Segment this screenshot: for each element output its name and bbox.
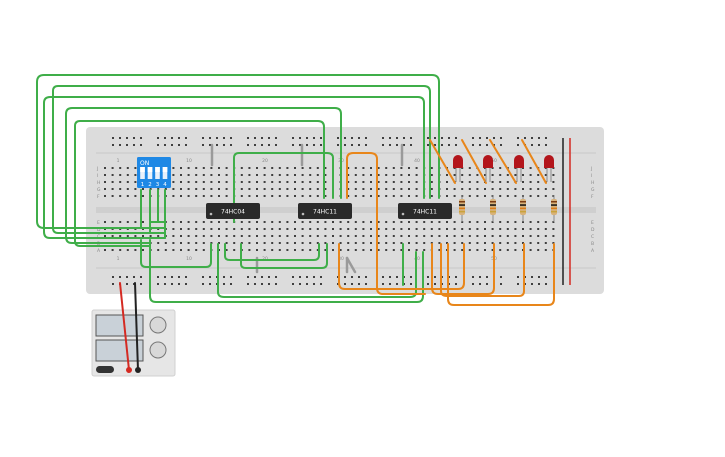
- ic-chip-u2[interactable]: 74HC11: [298, 203, 352, 219]
- row-letter: G: [97, 187, 101, 193]
- dip-position-3: 3: [156, 182, 160, 188]
- resistors[interactable]: [459, 195, 557, 222]
- row-letter: C: [591, 234, 594, 240]
- dip-switch-on-label: ON: [140, 160, 149, 167]
- column-number: 1: [117, 158, 120, 164]
- dip-switch-knob[interactable]: [147, 167, 153, 172]
- ic-chip-u3[interactable]: 74HC11: [398, 203, 452, 219]
- row-letter: D: [97, 227, 101, 233]
- chip-label: 74HC04: [221, 209, 245, 216]
- column-number: 50: [491, 158, 497, 164]
- resistor-2[interactable]: [490, 195, 496, 222]
- column-number: 40: [414, 158, 420, 164]
- column-number: 30: [338, 256, 344, 262]
- orange-wires[interactable]: [338, 139, 555, 306]
- dip-switch-slot[interactable]: [147, 167, 153, 179]
- row-letter: E: [591, 220, 594, 226]
- row-letter: H: [97, 180, 100, 186]
- power-leads: [119, 282, 139, 371]
- led-4[interactable]: [544, 155, 554, 182]
- dip-switch-knob[interactable]: [155, 167, 160, 172]
- led-1[interactable]: [453, 155, 463, 182]
- dip-switch-knob[interactable]: [162, 167, 168, 172]
- resistor-4[interactable]: [551, 195, 557, 222]
- row-letter: J: [96, 166, 98, 172]
- green-wires[interactable]: [36, 74, 440, 303]
- row-letter: J: [590, 166, 592, 172]
- row-letter: H: [591, 180, 594, 186]
- dip-switch-slot[interactable]: [155, 167, 160, 179]
- row-letter: I: [97, 173, 98, 179]
- row-letter: E: [97, 220, 100, 226]
- resistor-1[interactable]: [459, 195, 465, 222]
- row-letter: A: [97, 248, 101, 254]
- dip-position-1: 1: [141, 182, 145, 188]
- power-supply[interactable]: [91, 309, 176, 377]
- ic-chip-u1[interactable]: 74HC04: [206, 203, 260, 219]
- row-letter: F: [97, 194, 100, 200]
- dip-switch-slot[interactable]: [140, 167, 145, 179]
- power-switch[interactable]: [96, 366, 114, 373]
- led-2[interactable]: [483, 155, 493, 182]
- current-display: [95, 339, 144, 362]
- chip-label: 74HC11: [413, 209, 437, 216]
- dip-switch-knob[interactable]: [140, 167, 145, 172]
- column-number: 1: [117, 256, 120, 262]
- row-letter: F: [591, 194, 594, 200]
- current-knob[interactable]: [149, 341, 167, 359]
- chip-label: 74HC11: [313, 209, 337, 216]
- dip-position-4: 4: [163, 182, 167, 188]
- dip-switch[interactable]: ON 1 2 3 4: [137, 157, 171, 188]
- leds[interactable]: [453, 155, 554, 182]
- row-letter: B: [591, 241, 594, 247]
- jumper-stub: [345, 256, 357, 274]
- row-letter: A: [591, 248, 595, 254]
- row-letter: D: [591, 227, 595, 233]
- row-letter: I: [591, 173, 592, 179]
- column-number: 10: [186, 256, 192, 262]
- breadboard-holes: [104, 137, 555, 285]
- column-number: 20: [262, 158, 268, 164]
- resistor-3[interactable]: [520, 195, 526, 222]
- voltage-knob[interactable]: [149, 316, 167, 334]
- voltage-display: [95, 314, 144, 337]
- dip-switch-slot[interactable]: [162, 167, 168, 179]
- led-3[interactable]: [514, 155, 524, 182]
- row-letter: G: [591, 187, 595, 193]
- column-number: 10: [186, 158, 192, 164]
- column-number: 40: [414, 256, 420, 262]
- dip-position-2: 2: [148, 182, 152, 188]
